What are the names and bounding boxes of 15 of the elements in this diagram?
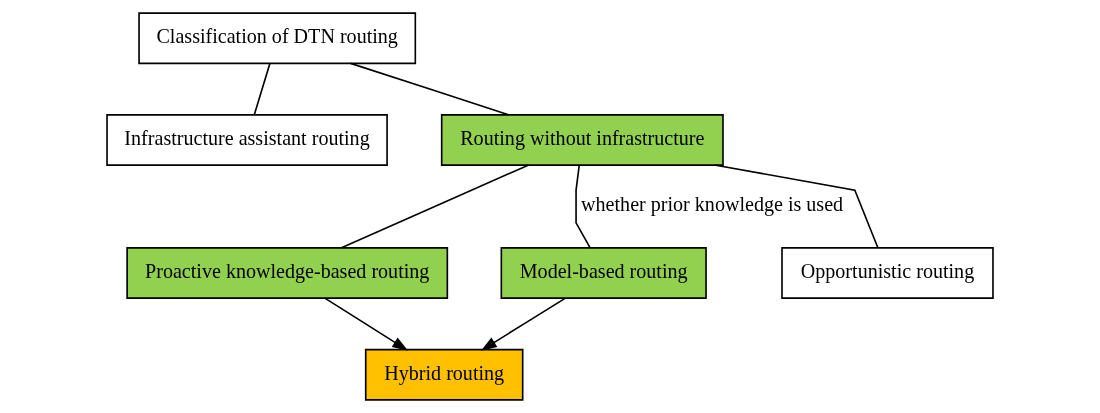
node-box: Proactive knowledge-based routing bbox=[126, 247, 449, 299]
arrow bbox=[480, 297, 566, 351]
connector bbox=[340, 164, 530, 249]
edge-label: whether prior knowledge is used bbox=[581, 193, 844, 216]
arrow bbox=[324, 297, 409, 351]
connector bbox=[349, 62, 510, 116]
node-box: Classification of DTN routing bbox=[138, 12, 417, 65]
connector bbox=[575, 164, 591, 249]
connector bbox=[714, 164, 879, 249]
node-box: Routing without infrastructure bbox=[440, 114, 724, 166]
node-box: Model-based routing bbox=[500, 247, 707, 299]
connector bbox=[253, 62, 271, 116]
node-box: Opportunistic routing bbox=[781, 247, 994, 299]
node-box: Hybrid routing bbox=[364, 348, 524, 401]
node-box: Infrastructure assistant routing bbox=[106, 114, 388, 166]
